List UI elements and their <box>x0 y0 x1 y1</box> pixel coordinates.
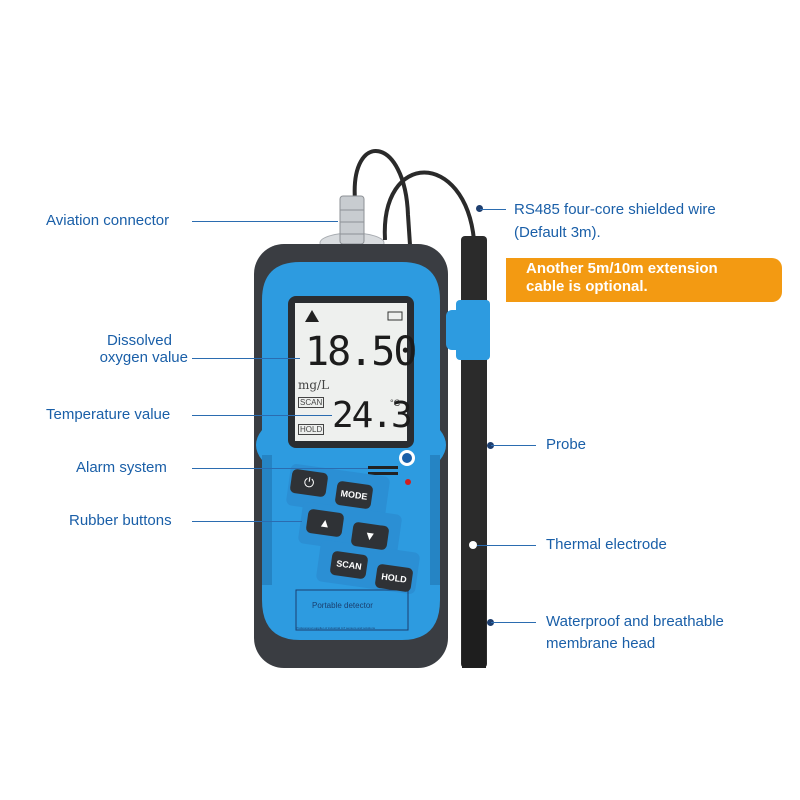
hold-tag: HOLD <box>298 424 325 435</box>
temperature-reading: 24.3 <box>332 395 413 436</box>
label-membrane-2: membrane head <box>546 635 656 652</box>
callout-temperature <box>192 415 332 416</box>
callout-probe <box>491 445 536 446</box>
scan-button[interactable]: SCAN <box>329 550 369 580</box>
thermal-electrode-dot <box>469 541 477 549</box>
up-button[interactable]: ▲ <box>305 508 345 538</box>
callout-oxygen <box>192 358 300 359</box>
label-dissolved-2: oxygen value <box>99 349 188 366</box>
panel-subtitle: Professional supplier of industrial IoT … <box>296 626 375 630</box>
callout-thermal <box>477 545 536 546</box>
hold-button[interactable]: HOLD <box>374 563 414 593</box>
label-alarm: Alarm system <box>76 459 167 476</box>
label-temperature: Temperature value <box>46 406 171 423</box>
callout-rs485 <box>480 209 506 210</box>
temperature-unit: °C <box>390 398 401 408</box>
scan-tag: SCAN <box>298 397 325 408</box>
callout-aviation <box>192 221 338 222</box>
up-arrow-icon: ▲ <box>318 515 332 531</box>
panel-title: Portable detector <box>312 601 373 610</box>
connector-cable <box>352 149 412 246</box>
label-dissolved-1: Dissolved <box>106 332 172 349</box>
dot-rs485 <box>476 205 483 212</box>
extension-badge: Another 5m/10m extension cable is option… <box>506 258 782 302</box>
down-arrow-icon: ▼ <box>363 528 377 544</box>
label-aviation-connector: Aviation connector <box>46 212 170 229</box>
dot-probe <box>487 442 494 449</box>
probe-cable <box>382 170 476 241</box>
power-icon: ⏻ <box>302 474 316 491</box>
label-rs485-1: RS485 four-core shielded wire <box>514 201 716 218</box>
label-probe: Probe <box>546 436 587 453</box>
callout-alarm <box>192 468 368 469</box>
power-button[interactable]: ⏻ <box>289 468 329 498</box>
oxygen-reading: 18.50 <box>305 329 417 375</box>
label-thermal: Thermal electrode <box>546 536 667 553</box>
label-rs485-2: (Default 3m). <box>514 224 601 241</box>
lcd-screen <box>295 303 407 441</box>
label-membrane-1: Waterproof and breathable <box>546 613 724 630</box>
oxygen-unit: mg/L <box>298 378 330 392</box>
product-panel <box>295 589 409 631</box>
mode-button[interactable]: MODE <box>334 480 374 510</box>
callout-buttons <box>192 521 302 522</box>
extension-line-1: Another 5m/10m extension <box>526 260 718 277</box>
label-rubber-buttons: Rubber buttons <box>69 512 172 529</box>
dot-membrane <box>487 619 494 626</box>
warning-icon <box>305 310 319 322</box>
extension-line-2: cable is optional. <box>526 278 648 295</box>
down-button[interactable]: ▼ <box>350 521 390 551</box>
battery-icon <box>387 311 403 321</box>
callout-membrane <box>491 622 536 623</box>
